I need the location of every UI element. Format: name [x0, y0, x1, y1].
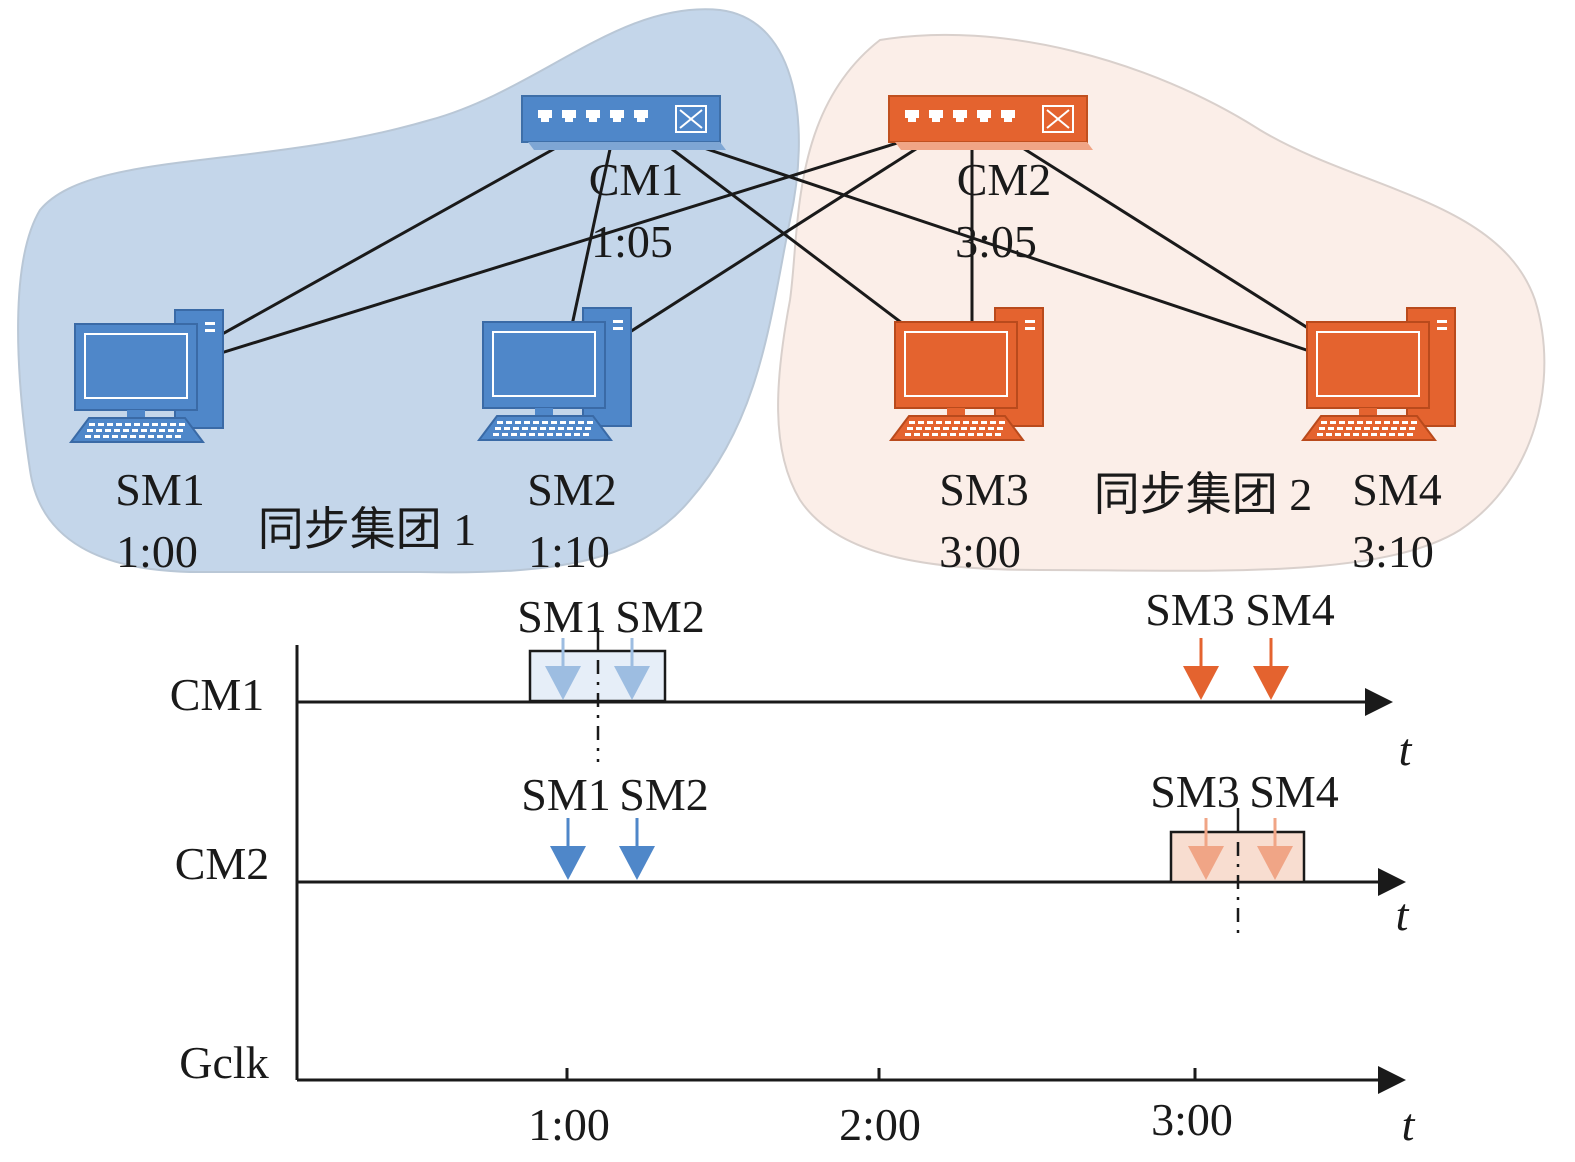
group1-label: 同步集团 1: [258, 504, 477, 555]
desktop-computer-icon: [1301, 307, 1456, 441]
row-label-cm1: CM1: [170, 669, 265, 720]
desktop-computer-icon: [889, 307, 1044, 441]
cm2-arrow-sm1: [550, 818, 586, 880]
cm1-time: 1:05: [591, 216, 673, 267]
cm2-arrow-sm2: [619, 818, 655, 880]
cm1-arrow-sm4: [1253, 638, 1289, 700]
cm1-event-sm1-label: SM1: [517, 591, 606, 642]
tick-label-3: 3:00: [1151, 1094, 1233, 1145]
cm1-name: CM1: [589, 154, 684, 205]
cm2-axis-arrow: [1378, 868, 1406, 896]
sm4-time: 3:10: [1352, 526, 1434, 577]
switch-cm2: [888, 95, 1093, 150]
network-switch-icon: [888, 95, 1093, 150]
cm1-event-sm4-label: SM4: [1245, 584, 1334, 635]
sm3-name: SM3: [939, 464, 1028, 515]
row-label-gclk: Gclk: [179, 1037, 268, 1088]
cm2-arrow-sm3: [1188, 818, 1224, 880]
cm2-name: CM2: [957, 154, 1052, 205]
cm1-axis-arrow: [1365, 688, 1393, 716]
sm1-time: 1:00: [116, 526, 198, 577]
desktop-computer-icon: [69, 309, 224, 443]
gclk-axis-t: t: [1402, 1099, 1416, 1150]
sm3-time: 3:00: [939, 526, 1021, 577]
cm2-event-sm3-label: SM3: [1150, 766, 1239, 817]
cm1-arrow-sm1: [545, 638, 581, 700]
switch-cm1: [521, 95, 726, 150]
cm1-event-sm3-label: SM3: [1145, 584, 1234, 635]
sm4-name: SM4: [1352, 464, 1441, 515]
network-switch-icon: [521, 95, 726, 150]
cm1-event-sm2-label: SM2: [615, 591, 704, 642]
desktop-computer-icon: [477, 307, 632, 441]
cm2-event-sm4-label: SM4: [1249, 766, 1338, 817]
gclk-axis-arrow: [1378, 1066, 1406, 1094]
group2-label: 同步集团 2: [1094, 469, 1313, 520]
cm1-arrow-sm2: [614, 638, 650, 700]
sm1-name: SM1: [115, 464, 204, 515]
cm2-time: 3:05: [955, 216, 1037, 267]
tick-label-1: 1:00: [528, 1099, 610, 1150]
sm2-name: SM2: [527, 464, 616, 515]
cm1-axis-t: t: [1399, 724, 1413, 775]
cm1-arrow-sm3: [1183, 638, 1219, 700]
cm2-axis-t: t: [1396, 889, 1410, 940]
cm2-event-sm1-label: SM1: [521, 769, 610, 820]
row-label-cm2: CM2: [175, 838, 270, 889]
tick-label-2: 2:00: [839, 1099, 921, 1150]
cm2-arrow-sm4: [1257, 818, 1293, 880]
cm2-event-sm2-label: SM2: [619, 769, 708, 820]
sm2-time: 1:10: [528, 526, 610, 577]
